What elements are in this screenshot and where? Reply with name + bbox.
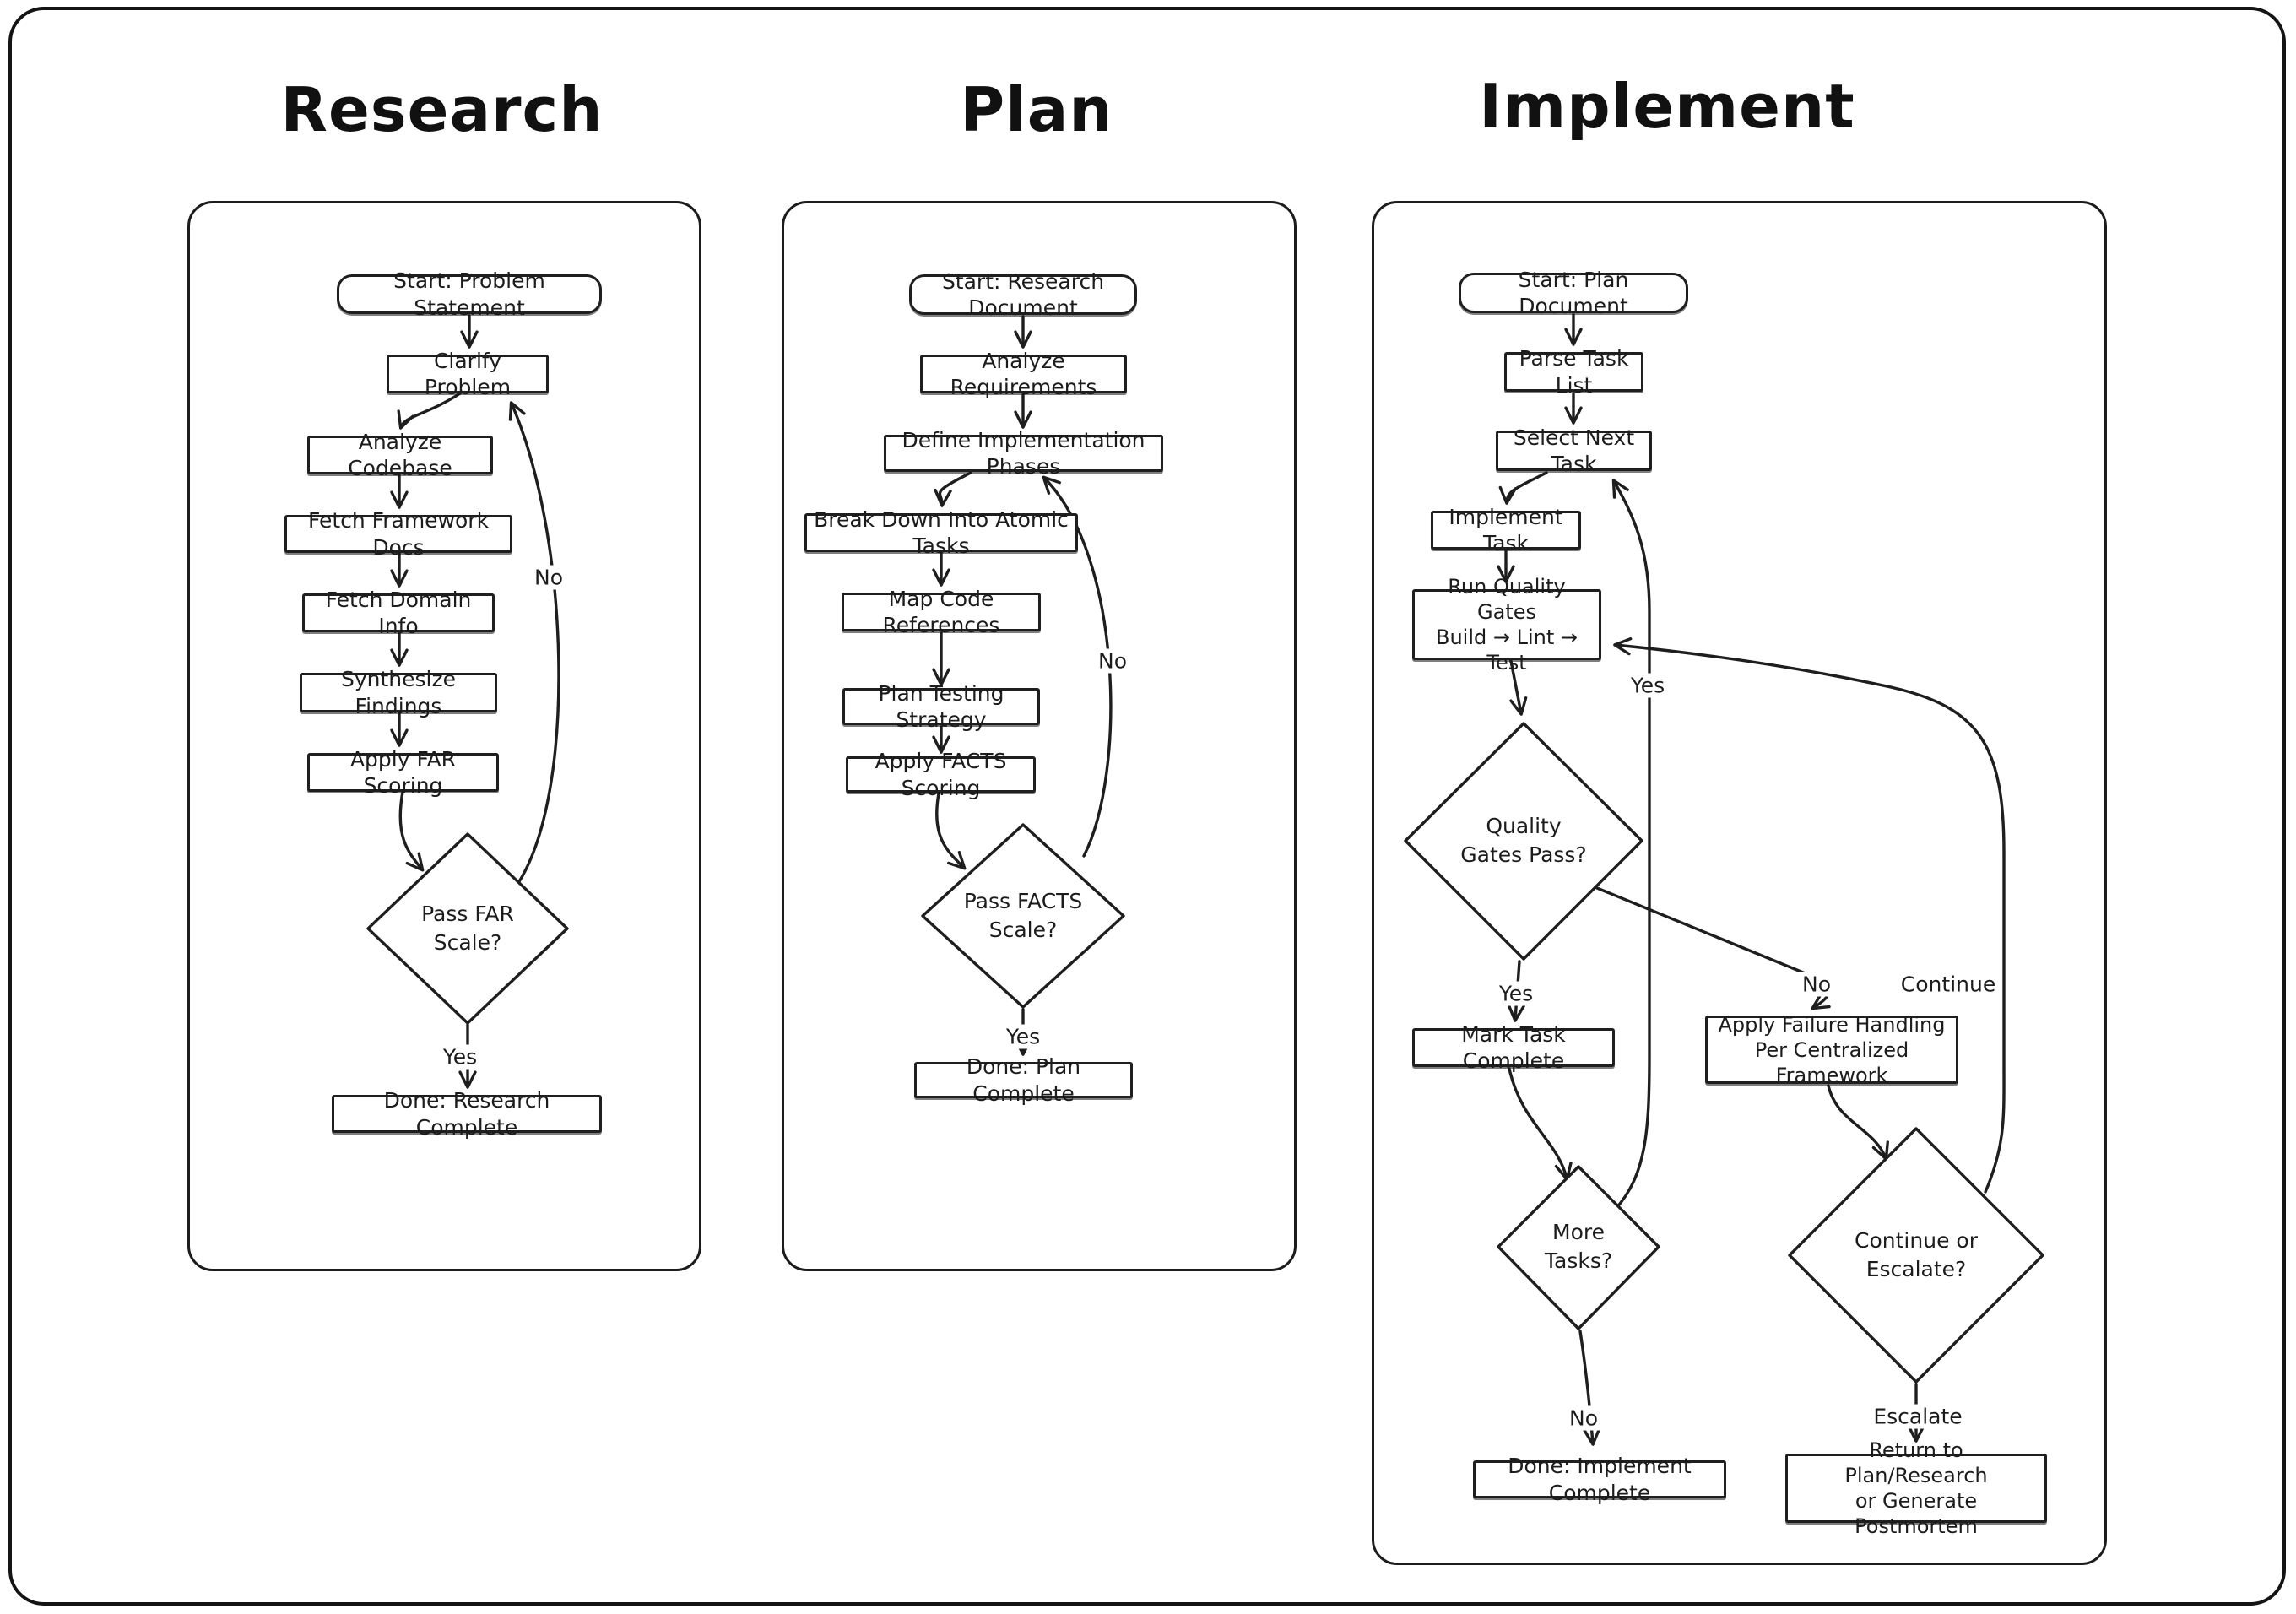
research-step-analyze-codebase: Analyze Codebase: [307, 430, 493, 480]
plan-step-plan-testing-strategy: Plan Testing Strategy: [842, 681, 1040, 732]
edge-paths: [390, 313, 2006, 1446]
plan-step-break-down-atomic-tasks: Break Down Into Atomic Tasks: [804, 507, 1078, 558]
plan-done-node: Done: Plan Complete: [914, 1054, 1133, 1106]
edge-select-implement: [1498, 471, 1548, 505]
continue-escalate-line1: Continue or: [1855, 1228, 1978, 1254]
implement-mark-task-complete-node: Mark Task Complete: [1412, 1022, 1615, 1073]
more-tasks-diamond: [1497, 1165, 1660, 1330]
plan-step-analyze-requirements: Analyze Requirements: [920, 349, 1127, 399]
edge-continue-loop-gates: [1613, 637, 2006, 1194]
research-step-fetch-framework-docs: Fetch Framework Docs: [284, 508, 512, 560]
edge-define-breakdown: [934, 471, 972, 507]
decision-diamonds: [366, 722, 2044, 1384]
implement-quality-no-label: No: [1796, 972, 1837, 997]
outer-border: [8, 7, 2286, 1606]
plan-step-map-code-references: Map Code References: [842, 587, 1041, 637]
continue-escalate-diamond: [1788, 1127, 2044, 1384]
continue-escalate-decision-label: Continue or Escalate?: [1815, 1213, 2017, 1297]
plan-step-define-implementation-phases: Define Implementation Phases: [884, 428, 1163, 479]
implement-start-node: Start: Plan Document: [1459, 268, 1688, 318]
research-step-clarify-problem: Clarify Problem: [387, 349, 549, 399]
implement-step-select-next-task: Select Next Task: [1496, 425, 1652, 476]
quality-gates-line2: Build → Lint → Test: [1435, 626, 1578, 674]
implement-moretasks-no-label: No: [1563, 1405, 1604, 1431]
plan-no-label: No: [1092, 648, 1133, 674]
research-start-node: Start: Problem Statement: [337, 268, 602, 320]
plan-yes-label: Yes: [999, 1024, 1047, 1049]
more-tasks-line1: More: [1552, 1220, 1605, 1245]
edge-moretasks-yes-select: [1611, 479, 1651, 1210]
implement-moretasks-yes-label: Yes: [1624, 673, 1671, 698]
research-title: Research: [280, 74, 604, 145]
return-line2: or Generate Postmortem: [1855, 1489, 1978, 1538]
edge-clarify-analyze: [397, 392, 462, 430]
quality-decision-line1: Quality: [1486, 814, 1562, 839]
implement-step-implement-task: Implement Task: [1431, 505, 1581, 555]
quality-gates-line1: Run Quality Gates: [1448, 575, 1566, 624]
research-step-synthesize-findings: Synthesize Findings: [300, 667, 497, 718]
plan-decision-label: Pass FACTS Scale?: [963, 889, 1083, 942]
implement-step-parse-task-list: Parse Task List: [1504, 346, 1643, 398]
quality-decision-line2: Gates Pass?: [1460, 842, 1587, 867]
edge-mark-moretasks: [1508, 1067, 1573, 1181]
edge-gates-decision: [1509, 659, 1528, 716]
return-line1: Return to Plan/Research: [1844, 1438, 1988, 1487]
more-tasks-decision-label: More Tasks?: [1511, 1205, 1646, 1289]
research-yes-label: Yes: [436, 1044, 484, 1070]
plan-title: Plan: [960, 74, 1113, 145]
failure-handling-line1: Apply Failure Handling: [1718, 1012, 1946, 1037]
plan-container: [782, 201, 1297, 1271]
implement-continue-label: Continue: [1894, 972, 2002, 997]
research-decision-diamond: [366, 832, 569, 1025]
edge-moretasks-no-done: [1578, 1330, 1601, 1446]
implement-title: Implement: [1479, 71, 1855, 142]
implement-container: [1372, 201, 2107, 1565]
plan-decision-diamond: [921, 823, 1125, 1009]
research-container: [187, 201, 701, 1271]
edge-far-decision: [398, 790, 425, 872]
implement-done-node: Done: Implement Complete: [1473, 1454, 1726, 1505]
edge-facts-decision: [935, 792, 967, 870]
edge-quality-no-failure: [1595, 886, 1831, 1010]
research-done-node: Done: Research Complete: [332, 1088, 602, 1140]
implement-return-node: Return to Plan/Research or Generate Post…: [1785, 1438, 2047, 1538]
implement-quality-yes-label: Yes: [1492, 981, 1540, 1006]
research-step-apply-far-scoring: Apply FAR Scoring: [307, 747, 499, 798]
quality-gates-diamond: [1404, 722, 1643, 961]
quality-gates-decision-label: Quality Gates Pass?: [1431, 799, 1616, 883]
implement-apply-failure-handling-node: Apply Failure Handling Per Centralized F…: [1705, 1013, 1958, 1087]
plan-start-node: Start: Research Document: [909, 269, 1137, 320]
more-tasks-line2: Tasks?: [1544, 1248, 1613, 1273]
edge-failure-continueescalate: [1827, 1084, 1889, 1161]
failure-handling-line2: Per Centralized Framework: [1754, 1037, 1909, 1087]
continue-escalate-line2: Escalate?: [1866, 1257, 1967, 1281]
edge-research-no-loop: [508, 401, 560, 885]
research-decision-label: Pass FAR Scale?: [421, 902, 514, 955]
research-no-label: No: [528, 565, 569, 590]
research-step-fetch-domain-info: Fetch Domain Info: [302, 588, 495, 638]
plan-step-apply-facts-scoring: Apply FACTS Scoring: [846, 749, 1036, 800]
implement-run-quality-gates-node: Run Quality Gates Build → Lint → Test: [1412, 575, 1601, 674]
implement-escalate-label: Escalate: [1867, 1404, 1968, 1429]
